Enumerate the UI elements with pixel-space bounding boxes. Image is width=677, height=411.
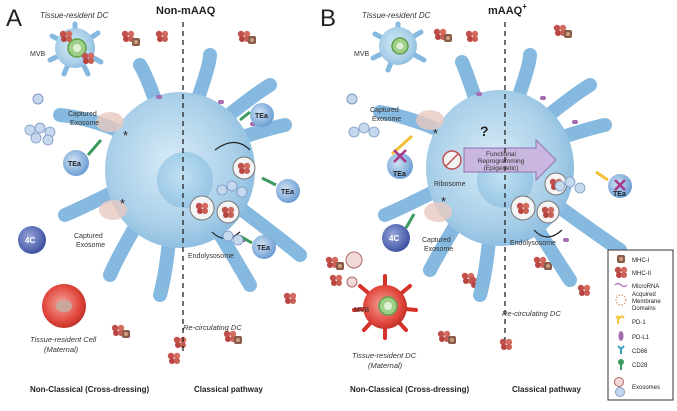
svg-text:CD86: CD86 bbox=[632, 349, 648, 355]
svg-text:MicroRNA: MicroRNA bbox=[632, 284, 659, 290]
legend-item-pdl1: PD-L1 bbox=[618, 331, 650, 341]
panel-b-tea-label-2: TEa bbox=[613, 191, 626, 198]
panel-b-maternal-dc bbox=[352, 274, 418, 340]
exosome-icon bbox=[615, 387, 625, 397]
legend-item-pd1: PD-1 bbox=[615, 315, 646, 326]
svg-text:PD-1: PD-1 bbox=[632, 320, 646, 326]
panel-b-tea-cells bbox=[387, 134, 632, 198]
svg-text:MHC-I: MHC-I bbox=[632, 258, 650, 264]
panel-a-asterisk-1: * bbox=[123, 128, 128, 143]
panel-b-bottom-left-label: Non-Classical (Cross-dressing) bbox=[350, 385, 469, 394]
panel-a-bottom-right-label: Classical pathway bbox=[194, 385, 263, 394]
panel-b-tissue-dc-label: Tissue-resident DC bbox=[362, 11, 431, 20]
panel-a: A Non-mAAQ Tissue-resident DC MVB bbox=[6, 5, 307, 394]
panel-a-endolysosome-label: Endolysosome bbox=[188, 253, 234, 260]
legend-item-cd86: CD86 bbox=[617, 345, 648, 355]
panel-a-maternal-cell bbox=[42, 284, 86, 328]
panel-b-endolysosome-label: Endolysosome bbox=[510, 240, 556, 247]
pdl1-icon bbox=[618, 331, 624, 341]
panel-a-tea-exosome-clusters bbox=[24, 122, 248, 246]
legend-item-microrna: MicroRNA bbox=[614, 282, 659, 290]
microrna-icon bbox=[614, 282, 628, 288]
panel-b-ribosome-label: Ribosome bbox=[434, 181, 466, 188]
panel-a-tea-label-1: TEa bbox=[68, 161, 81, 168]
panel-b-asterisk-1: * bbox=[433, 126, 438, 141]
mhc1-icon bbox=[617, 255, 625, 263]
panel-a-title: Non-mAAQ bbox=[156, 5, 216, 17]
legend-item-mhc2: MHC-II bbox=[614, 266, 651, 278]
panel-b-title: mAAQ+ bbox=[488, 2, 527, 17]
functional-reprogramming-arrow bbox=[463, 138, 557, 182]
exosome-icon bbox=[346, 93, 358, 105]
exosome-icon bbox=[346, 276, 358, 288]
panel-b-4c-label: 4C bbox=[389, 234, 399, 243]
panel-a-recirculating-label: Re-circulating DC bbox=[183, 323, 242, 332]
panel-b-question: ? bbox=[480, 123, 489, 139]
panel-a-tissue-dc-label: Tissue-resident DC bbox=[40, 11, 109, 20]
svg-text:MHC-II: MHC-II bbox=[632, 271, 651, 277]
panel-a-tissue-dc bbox=[47, 21, 104, 77]
panel-a-4c-cell: 4C bbox=[18, 226, 46, 254]
panel-a-tea-cells bbox=[63, 103, 300, 259]
svg-text:PD-L1: PD-L1 bbox=[632, 335, 650, 341]
exosome-icon bbox=[32, 93, 44, 105]
exosome-icon bbox=[614, 377, 624, 387]
legend-item-mhc1: MHC-I bbox=[617, 255, 650, 264]
legend-item-exosomes: Exosomes bbox=[614, 377, 660, 397]
panel-a-maternal-cell-label: Tissue-resident Cell(Maternal) bbox=[30, 335, 97, 354]
svg-text:CD28: CD28 bbox=[632, 363, 648, 369]
panel-a-asterisk-2: * bbox=[120, 196, 125, 211]
panel-b-exosome-clusters bbox=[348, 122, 586, 194]
legend-item-cd28: CD28 bbox=[618, 359, 648, 370]
panel-b-mvb-label: MVB bbox=[354, 51, 370, 58]
svg-text:Exosomes: Exosomes bbox=[632, 385, 660, 391]
panel-b: B mAAQ+ Tissue-resident DC MVB bbox=[320, 2, 632, 394]
panel-b-tissue-dc bbox=[370, 21, 427, 73]
cd86-icon bbox=[617, 345, 625, 354]
panel-a-recirculating-dc bbox=[53, 48, 307, 302]
membrane-domain-icon bbox=[615, 294, 627, 306]
panel-a-tea-label-4: TEa bbox=[257, 245, 270, 252]
panel-a-tea-label-3: TEa bbox=[281, 189, 294, 196]
panel-b-asterisk-2: * bbox=[441, 194, 446, 209]
panel-a-letter: A bbox=[6, 5, 22, 32]
panel-b-maternal-dc-label: Tissue-resident DC(Maternal) bbox=[352, 351, 417, 370]
pd1-icon bbox=[615, 315, 625, 324]
panel-a-mvb-label: MVB bbox=[30, 51, 46, 58]
panel-b-bottom-right-label: Classical pathway bbox=[512, 385, 581, 394]
exosome-icon bbox=[345, 251, 363, 269]
panel-b-letter: B bbox=[320, 5, 336, 32]
panel-b-recirculating-label: Re-circulating DC bbox=[502, 309, 561, 318]
panel-a-tea-label-2: TEa bbox=[255, 113, 268, 120]
panel-a-bottom-left-label: Non-Classical (Cross-dressing) bbox=[30, 385, 149, 394]
panel-a-4c-label: 4C bbox=[25, 236, 35, 245]
panel-b-4c-cell: 4C bbox=[382, 213, 416, 252]
panel-b-tea-label-1: TEa bbox=[393, 171, 406, 178]
panel-b-recirculating-dc bbox=[373, 48, 627, 302]
panel-b-mvb2-label: MVB bbox=[354, 307, 370, 314]
